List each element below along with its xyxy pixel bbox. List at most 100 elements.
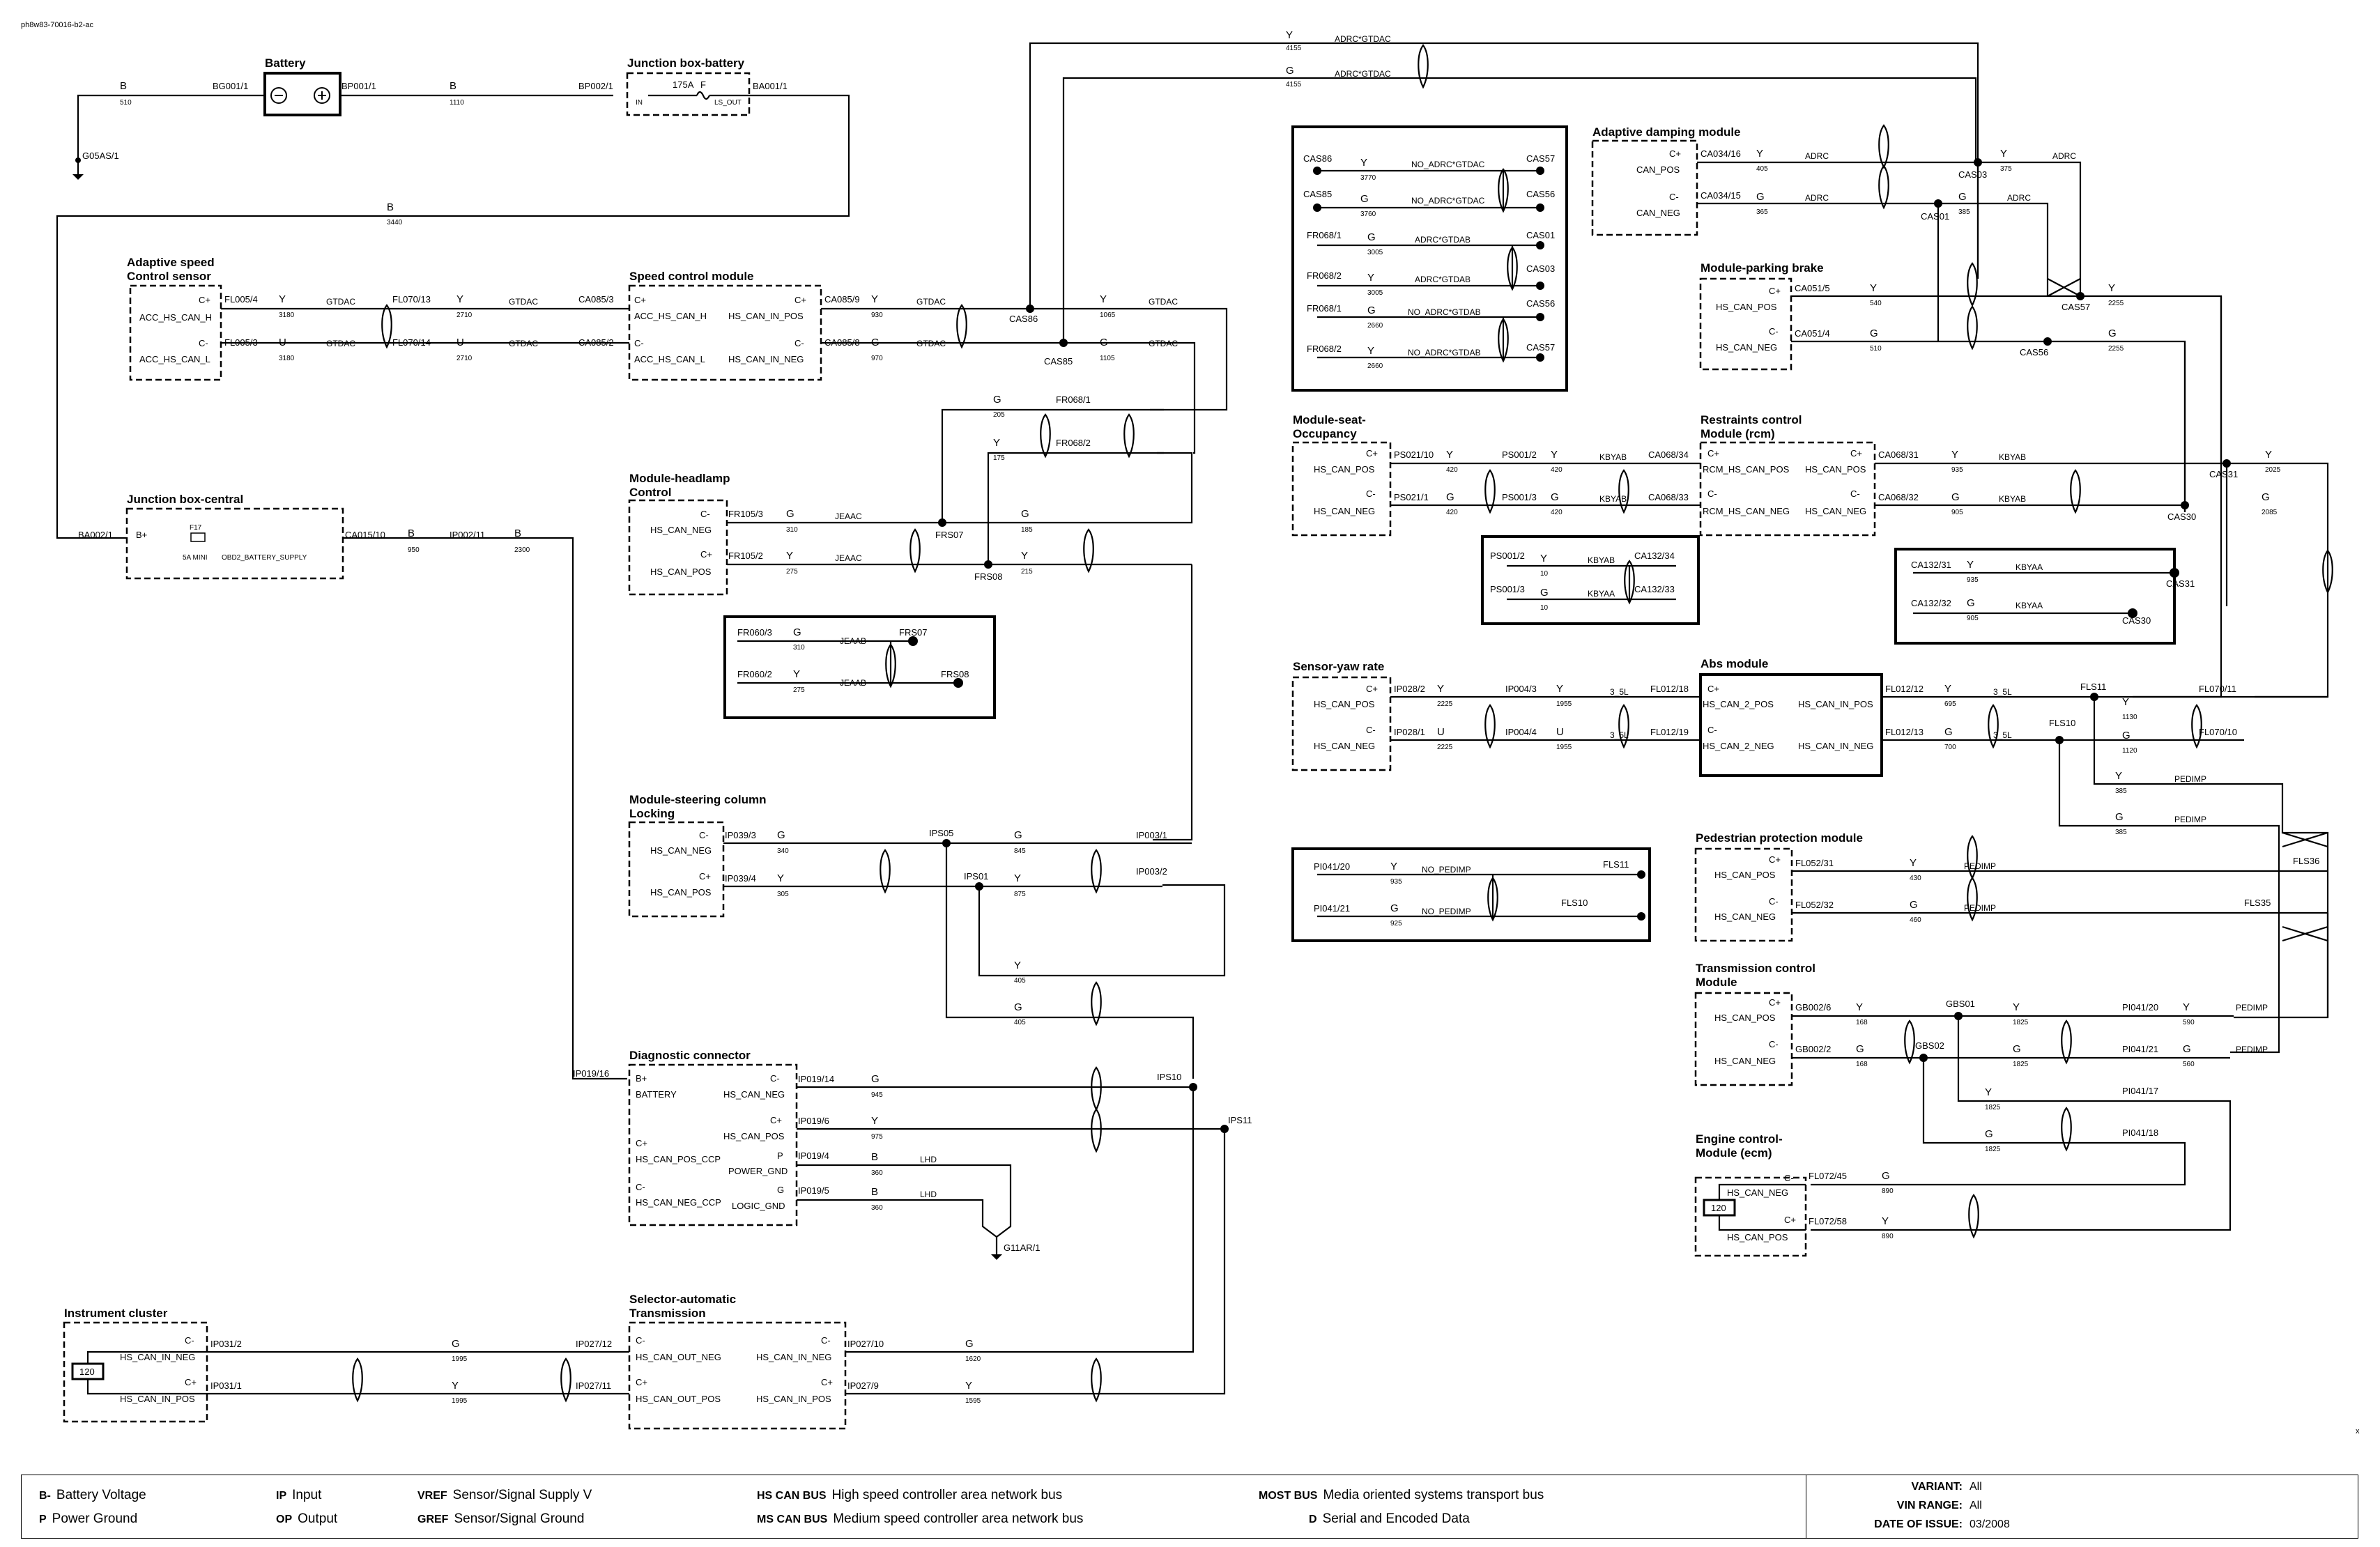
diagram-label: IP002/11 [450,530,485,540]
diagram-label: Adaptive damping module [1592,125,1741,139]
diagram-label: 360 [871,1169,883,1177]
vin-range-label: VIN RANGE: [1896,1500,1963,1511]
wire [72,174,84,180]
diagram-label: PI041/20 [2122,1002,2158,1013]
diagram-label: CA051/4 [1795,328,1830,339]
diagram-label: Y [871,1115,878,1127]
wire [2058,740,2328,914]
diagram-label: CAS31 [2209,469,2238,479]
diagram-label: Y [1882,1215,1889,1227]
twisted-pair-symbol [1967,262,1978,307]
diagram-label: ACC_HS_CAN_L [139,354,210,364]
component-outline [626,72,751,116]
diagram-label: G [965,1338,974,1350]
diagram-label: FL070/13 [392,294,431,305]
diagram-label: G [1756,191,1765,203]
diagram-label: CA085/9 [824,294,860,305]
component-outline [628,284,822,381]
splice-point [1026,305,1034,313]
diagram-label: G [2013,1043,2021,1055]
diagram-label: Control sensor [127,270,211,283]
diagram-label: HS_CAN_POS [650,887,712,898]
diagram-label: 1120 [2122,747,2137,755]
diagram-label: PEDIMP [2174,774,2206,784]
diagram-label: C+ [821,1377,833,1387]
diagram-label: NO_ADRC*GTDAC [1411,196,1485,206]
component-outline [129,284,222,381]
diagram-label: FL070/14 [392,337,431,348]
diagram-label: C+ [636,1377,647,1387]
diagram-label: CA132/31 [1911,560,1951,570]
diagram-label: Y [786,550,793,562]
diagram-label: 385 [2115,787,2127,795]
diagram-label: JEAAC [835,553,862,563]
component-outline [125,507,344,580]
diagram-label: 3_5L [1610,730,1629,740]
splice-point [1536,203,1544,212]
date-of-issue-label: DATE OF ISSUE: [1874,1518,1963,1530]
diagram-label: FL070/11 [2199,684,2236,694]
diagram-label: PI041/21 [2122,1044,2158,1054]
diagram-label: Y [793,668,800,680]
splice-point [1954,1012,1963,1020]
legend-b-minus: B-Battery Voltage [39,1488,146,1502]
variant-label: VARIANT: [1911,1481,1963,1493]
diagram-label: PEDIMP [2236,1003,2268,1013]
diagram-label: G [1882,1170,1890,1182]
diagram-label: G [1985,1128,1993,1140]
splice-point [1313,203,1321,212]
diagram-label: IN [636,99,643,107]
steering-column-wiring: IP039/3 IP039/4 G 340 Y 305 IPS05 IPS01 … [723,828,1226,1079]
diagram-label: IP027/9 [847,1380,879,1391]
diagram-label: 430 [1910,875,1921,882]
wire [945,843,1195,1079]
wire [86,1350,207,1395]
diagram-label: HS_CAN_NEG [1805,506,1866,516]
diagram-label: Y [2122,696,2129,708]
diagram-label: G [2262,491,2270,503]
diagram-label: IP019/4 [798,1150,829,1161]
diagram-label: Module [1696,976,1737,989]
component-outline [190,532,206,542]
diagram-label: IP039/3 [725,830,756,840]
diagram-label: G [2108,328,2117,339]
wire [727,408,1192,566]
diagram-label: 2225 [1437,744,1453,751]
diagram-label: CAS85 [1044,356,1073,367]
diagram-label: C+ [1769,997,1781,1008]
diagram-label: G [777,1185,784,1195]
wire [1957,1016,2133,1102]
diagram-label: FRS07 [935,530,963,540]
diagram-label: FL012/13 [1885,727,1924,737]
diagram-label: CAS56 [1526,189,1555,199]
diagram-label: CA085/8 [824,337,860,348]
diagram-label: U [1556,726,1564,738]
diagram-label: Locking [629,807,675,820]
restraints-control-module: Restraints control Module (rcm) C+ RCM_H… [1699,413,1876,537]
diagram-label: CAS85 [1303,189,1332,199]
diagram-label: Y [1540,553,1547,564]
diagram-label: KBYAA [1588,589,1615,599]
wire [1317,873,1641,920]
splice-point [2222,459,2231,468]
twisted-pair-symbol [381,304,392,348]
splice-point [1536,353,1544,362]
diagram-label: 175A [673,79,694,90]
diagram-label: G11AR/1 [1004,1242,1041,1253]
splice-point [270,87,287,104]
diagram-label: PI041/18 [2122,1127,2158,1138]
diagram-label: HS_CAN_NEG [650,525,712,535]
diagram-label: BA002/1 [78,530,113,540]
diagram-label: Y [1910,857,1917,869]
diagram-label: FRS07 [899,627,927,638]
diagram-label: PI041/17 [2122,1086,2158,1096]
twisted-pair-symbol [1878,124,1889,169]
diagram-label: HS_CAN_IN_POS [728,311,804,321]
diagram-label: 405 [1756,165,1768,173]
diagram-label: 945 [871,1091,883,1099]
diagram-label: CAS86 [1009,314,1038,324]
diagram-label: Y [1870,282,1877,294]
diagram-label: HS_CAN_POS [1727,1232,1788,1242]
diagram-label: C- [636,1182,645,1192]
